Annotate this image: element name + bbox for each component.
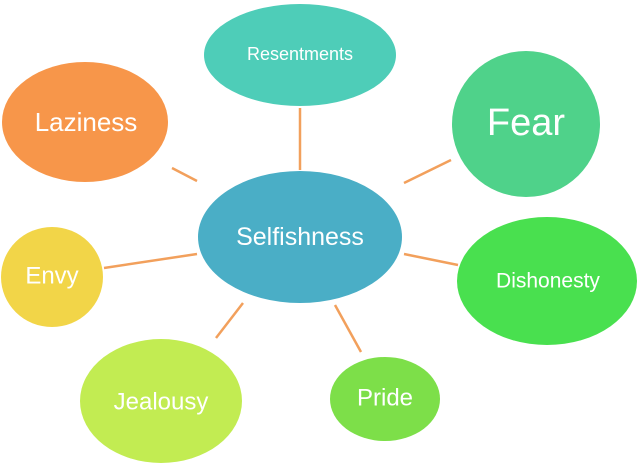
connectors <box>103 108 459 353</box>
node-envy-shape <box>1 227 103 327</box>
center-node-label: Selfishness <box>236 223 364 251</box>
node-envy: Envy <box>1 227 103 327</box>
connector-dishonesty <box>403 252 459 267</box>
connector-fear <box>403 158 452 185</box>
node-dishonesty: Dishonesty <box>457 217 637 345</box>
node-fear: Fear <box>452 51 600 197</box>
node-pride-label: Pride <box>357 385 413 412</box>
connector-laziness <box>171 166 198 183</box>
connector-jealousy <box>215 302 244 339</box>
node-fear-shape <box>452 51 600 197</box>
node-laziness: Laziness <box>2 62 168 182</box>
connector-envy <box>103 252 198 270</box>
center-node-shape <box>198 171 402 303</box>
node-dishonesty-label: Dishonesty <box>496 270 600 293</box>
node-dishonesty-shape <box>457 217 637 345</box>
center-node-selfishness: Selfishness <box>198 171 402 303</box>
node-jealousy: Jealousy <box>80 339 242 463</box>
node-resentments-shape <box>204 4 396 106</box>
node-fear-label: Fear <box>487 102 565 144</box>
node-jealousy-label: Jealousy <box>114 389 209 416</box>
node-resentments: Resentments <box>204 4 396 106</box>
node-laziness-shape <box>2 62 168 182</box>
node-pride: Pride <box>330 357 440 441</box>
node-envy-label: Envy <box>25 263 78 290</box>
node-resentments-label: Resentments <box>247 44 353 64</box>
node-pride-shape <box>330 357 440 441</box>
node-jealousy-shape <box>80 339 242 463</box>
node-laziness-label: Laziness <box>35 107 138 137</box>
connector-pride <box>333 304 363 353</box>
